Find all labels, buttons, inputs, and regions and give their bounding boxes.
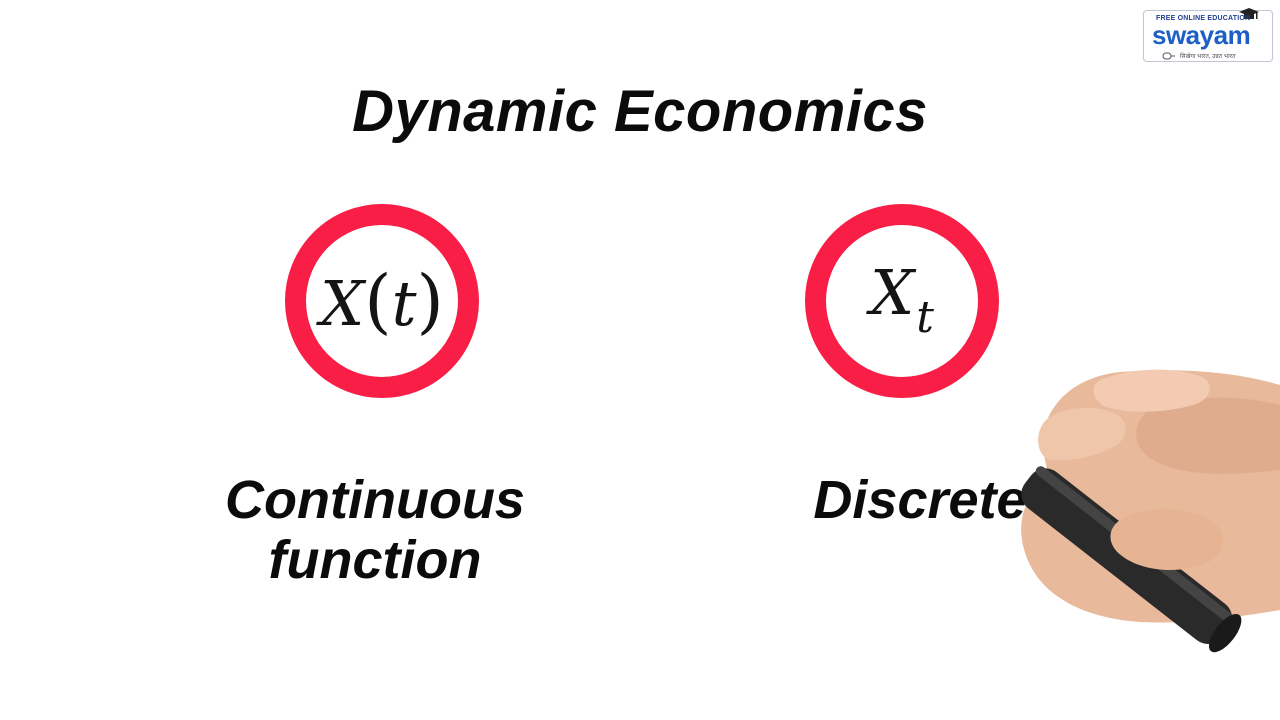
symbol-variable: X <box>870 256 915 329</box>
logo-tagline-top: FREE ONLINE EDUCATION <box>1156 15 1251 22</box>
continuous-symbol-circle: X(t) <box>285 204 479 398</box>
slide-title: Dynamic Economics <box>352 79 928 144</box>
continuous-label-line1: Continuous <box>225 470 525 530</box>
graduation-cap-icon <box>1239 8 1259 19</box>
symbol-argument: t <box>391 267 417 340</box>
symbol-variable: X <box>320 267 365 340</box>
swayam-logo: FREE ONLINE EDUCATION swayam सिखेगा भारत… <box>1143 8 1273 62</box>
discrete-label: Discrete <box>813 470 1027 530</box>
continuous-label-line2: function <box>268 530 482 590</box>
symbol-subscript: t <box>916 292 934 343</box>
mouse-icon <box>1162 52 1175 60</box>
continuous-symbol: X(t) <box>320 266 444 336</box>
discrete-symbol: Xt <box>870 262 934 340</box>
symbol-close-paren: ) <box>416 260 444 342</box>
symbol-open-paren: ( <box>364 260 392 342</box>
logo-tagline-bottom: सिखेगा भारत, उन्नत भारत <box>1180 54 1236 60</box>
logo-wordmark: swayam <box>1152 20 1251 50</box>
continuous-label: Continuous function <box>200 470 550 590</box>
